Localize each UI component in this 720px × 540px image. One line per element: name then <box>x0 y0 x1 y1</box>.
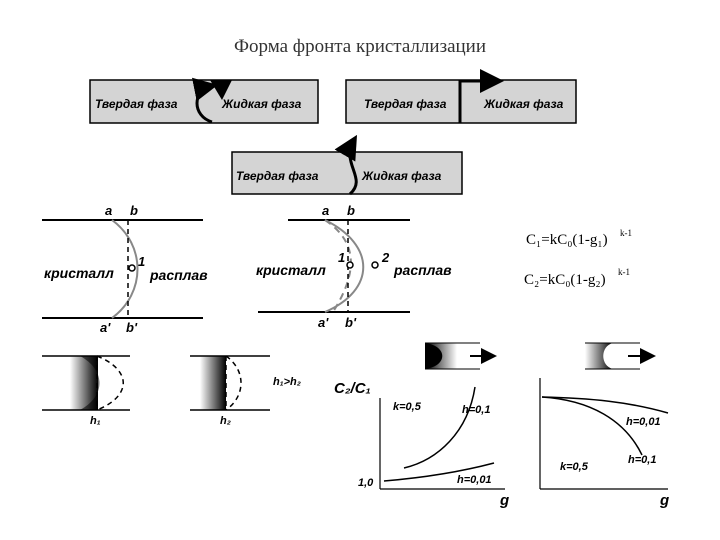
front-shape-h1: h₁ <box>42 355 130 427</box>
point-1-label: 1 <box>338 250 345 265</box>
label-a-prime: a' <box>100 320 111 335</box>
liquid-phase-label: Жидкая фаза <box>221 97 302 111</box>
phase-box-concave: Твердая фаза Жидкая фаза <box>231 134 463 196</box>
h2-label: h₂ <box>220 415 231 427</box>
formula-c1-exponent: k-1 <box>620 228 632 238</box>
segregation-formulas: C₁=kC₀(1-g₁) k-1 C₂=kC₀(1-g₂) k-1 <box>524 228 632 288</box>
melt-label: расплав <box>393 262 452 278</box>
solid-phase-label: Твердая фаза <box>236 169 319 183</box>
label-b: b <box>347 203 355 218</box>
label-b-prime: b' <box>345 315 357 330</box>
graph2-h-label-2: h=0,1 <box>628 454 656 466</box>
label-a-prime: a' <box>318 315 329 330</box>
formula-c1: C₁=kC₀(1-g₁) <box>526 232 608 248</box>
formula-c2-exponent: k-1 <box>618 267 630 277</box>
front-diagram-double: a b a' b' 1 2 кристалл расплав <box>256 203 452 330</box>
solid-phase-label: Твердая фаза <box>95 97 178 111</box>
graph2-xlabel: g <box>659 492 669 509</box>
label-a: a <box>105 203 112 218</box>
graph1-k-label: k=0,5 <box>393 401 422 413</box>
label-b: b <box>130 203 138 218</box>
point-2-label: 2 <box>381 250 390 265</box>
graph2-h-label-1: h=0,01 <box>626 416 661 428</box>
h-compare-label: h₁>h₂ <box>273 376 301 388</box>
graph2-k-label: k=0,5 <box>560 461 589 473</box>
graph1-ylabel: C₂/C₁ <box>334 380 371 397</box>
formula-c2: C₂=kC₀(1-g₂) <box>524 272 606 288</box>
graph1-y-tick: 1,0 <box>358 477 374 489</box>
label-b-prime: b' <box>126 320 138 335</box>
phase-box-flat: Твердая фаза Жидкая фаза <box>345 69 577 124</box>
page-title: Форма фронта кристаллизации <box>233 36 487 57</box>
solid-phase-label: Твердая фаза <box>364 97 447 111</box>
melt-label: расплав <box>149 267 208 283</box>
label-a: a <box>322 203 329 218</box>
graph-concave-front: h=0,01 h=0,1 k=0,5 g <box>539 342 669 509</box>
phase-box-convex: Твердая фаза Жидкая фаза <box>89 77 319 124</box>
h1-label: h₁ <box>90 415 101 427</box>
graph1-h-label-1: h=0,1 <box>462 404 490 416</box>
crystal-label: кристалл <box>256 262 326 278</box>
crystal-label: кристалл <box>44 265 114 281</box>
point-1-label: 1 <box>138 254 145 269</box>
liquid-phase-label: Жидкая фаза <box>483 97 564 111</box>
graph-c2-c1-vs-g: C₂/C₁ k=0,5 h=0,1 h=0,01 1,0 g <box>334 342 509 509</box>
front-shape-h2: h₂ h₁>h₂ <box>190 355 301 427</box>
graph1-xlabel: g <box>499 492 509 509</box>
front-diagram-single: a b a' b' 1 кристалл расплав <box>42 203 208 335</box>
liquid-phase-label: Жидкая фаза <box>361 169 442 183</box>
graph1-h-label-2: h=0,01 <box>457 474 492 486</box>
